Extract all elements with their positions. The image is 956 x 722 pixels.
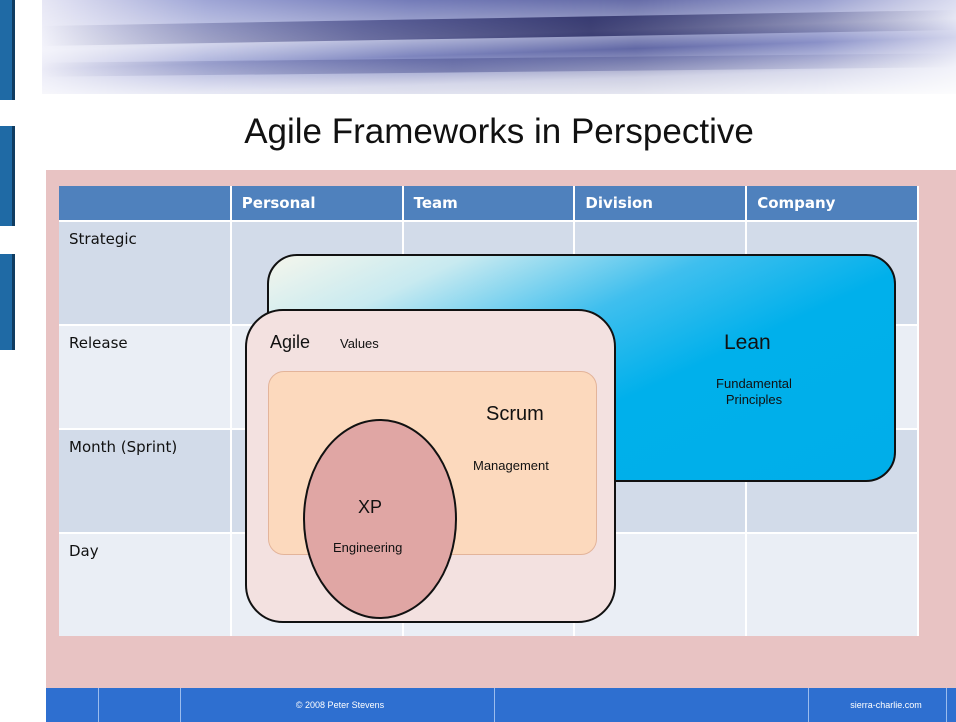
rail-tab	[0, 126, 15, 226]
xp-subtitle: Engineering	[333, 540, 403, 555]
slide-title: Agile Frameworks in Perspective	[244, 112, 754, 151]
left-rail	[0, 0, 16, 722]
agile-subtitle: Values	[340, 336, 379, 351]
table-header-cell: Company	[746, 186, 919, 221]
table-header-row: Personal Team Division Company	[59, 186, 919, 221]
rail-tab	[0, 0, 15, 100]
table-header-cell: Personal	[230, 186, 404, 221]
rail-tab	[0, 254, 15, 350]
slide-footer: © 2008 Peter Stevens sierra-charlie.com	[46, 688, 956, 722]
scrum-title: Scrum	[486, 403, 544, 425]
footer-divider	[808, 688, 809, 722]
footer-divider	[946, 688, 947, 722]
row-label: Day	[59, 532, 232, 636]
table-header-cell: Team	[402, 186, 576, 221]
footer-website: sierra-charlie.com	[850, 700, 922, 710]
table-header-cell: Division	[574, 186, 748, 221]
footer-copyright: © 2008 Peter Stevens	[295, 700, 385, 710]
scrum-subtitle: Management	[473, 458, 549, 473]
agile-title: Agile	[270, 332, 311, 352]
lean-subtitle: Fundamental Principles	[716, 376, 792, 407]
table-cell	[746, 532, 919, 636]
footer-divider	[180, 688, 181, 722]
xp-framework-ellipse	[303, 419, 457, 619]
xp-title: XP	[358, 497, 383, 517]
lean-title: Lean	[724, 331, 771, 354]
row-label: Release	[59, 324, 232, 429]
row-label: Month (Sprint)	[59, 428, 232, 533]
footer-divider	[494, 688, 495, 722]
row-label: Strategic	[59, 220, 232, 325]
table-header-cell	[59, 186, 232, 221]
footer-divider	[98, 688, 99, 722]
